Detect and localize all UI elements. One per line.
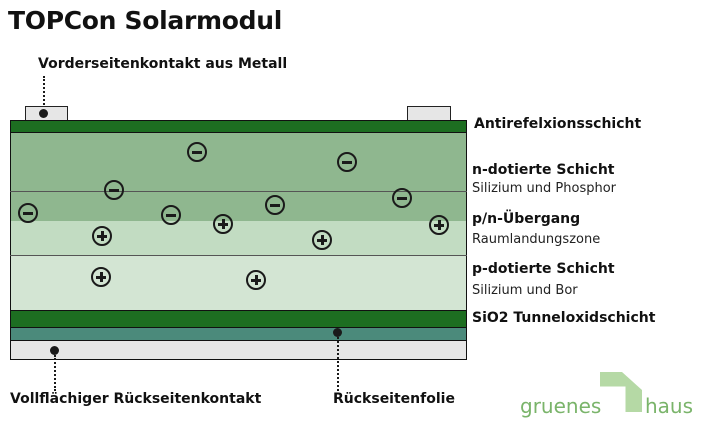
- layer-tunnel-oxide: [10, 310, 467, 328]
- label-antireflection: Antirefelxionsschicht: [474, 116, 642, 132]
- plus-icon: [429, 215, 449, 235]
- logo-word-gruenes: gruenes: [520, 394, 602, 418]
- label-n-layer: n-dotierte Schicht: [472, 162, 615, 178]
- label-n-layer-sub: Silizium und Phosphor: [472, 181, 617, 196]
- label-p-layer: p-dotierte Schicht: [472, 261, 615, 277]
- front-contact-dot: [39, 109, 48, 118]
- minus-icon: [18, 203, 38, 223]
- layer-divider-p: [10, 255, 467, 256]
- pointer-front-contact: [43, 76, 45, 108]
- label-back-contact: Vollflächiger Rückseitenkontakt: [10, 391, 262, 407]
- label-tunnel-oxide: SiO2 Tunneloxidschicht: [472, 310, 656, 326]
- layer-back-foil: [10, 328, 467, 340]
- back-foil-dot: [333, 328, 342, 337]
- plus-icon: [92, 226, 112, 246]
- plus-icon: [246, 270, 266, 290]
- label-pn-junction-sub: Raumlandungszone: [472, 232, 601, 247]
- label-p-layer-sub: Silizium und Bor: [472, 283, 578, 298]
- layer-pn-junction: [10, 221, 467, 255]
- layer-n-doped: [10, 133, 467, 221]
- plus-icon: [91, 267, 111, 287]
- page-title: TOPCon Solarmodul: [8, 6, 282, 35]
- layer-antireflection: [10, 120, 467, 133]
- minus-icon: [187, 142, 207, 162]
- label-back-foil: Rückseitenfolie: [333, 391, 455, 407]
- front-contact-right: [407, 106, 451, 122]
- minus-icon: [392, 188, 412, 208]
- back-contact-dot: [50, 346, 59, 355]
- label-pn-junction: p/n-Übergang: [472, 211, 581, 227]
- minus-icon: [104, 180, 124, 200]
- house-icon: [600, 372, 642, 412]
- minus-icon: [337, 152, 357, 172]
- layer-p-doped: [10, 256, 467, 310]
- plus-icon: [312, 230, 332, 250]
- layer-back-contact: [10, 340, 467, 360]
- minus-icon: [265, 195, 285, 215]
- logo-word-haus: haus: [645, 394, 694, 418]
- pointer-back-foil: [337, 337, 339, 391]
- pointer-back-contact: [54, 355, 56, 391]
- label-front-contact: Vorderseitenkontakt aus Metall: [38, 56, 288, 72]
- layer-divider-n: [10, 191, 467, 192]
- plus-icon: [213, 214, 233, 234]
- minus-icon: [161, 205, 181, 225]
